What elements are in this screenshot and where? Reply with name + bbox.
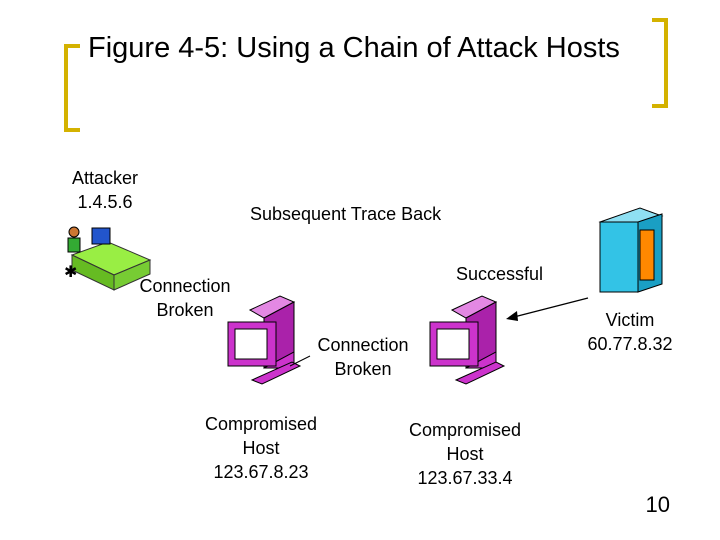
attacker-label: Attacker 1.4.5.6 (71, 168, 139, 212)
page-number: 10 (645, 492, 670, 517)
svg-text:✱: ✱ (64, 264, 77, 281)
connection-broken-1: Connection Broken (139, 276, 231, 320)
left-bracket (64, 44, 80, 132)
trace-arrow (509, 297, 589, 319)
victim-label: Victim 60.77.8.32 (587, 310, 673, 354)
connection-broken-2: Connection Broken (317, 335, 409, 379)
right-bracket (652, 18, 668, 108)
trace-arrow-head (506, 311, 518, 321)
host-2-label: Compromised Host 123.67.33.4 (408, 420, 522, 488)
slide-title: Figure 4-5: Using a Chain of Attack Host… (88, 32, 620, 64)
successful-label: Successful (456, 264, 544, 284)
host-1-label: Compromised Host 123.67.8.23 (204, 414, 318, 482)
subsequent-trace-label: Subsequent Trace Back (250, 204, 442, 224)
